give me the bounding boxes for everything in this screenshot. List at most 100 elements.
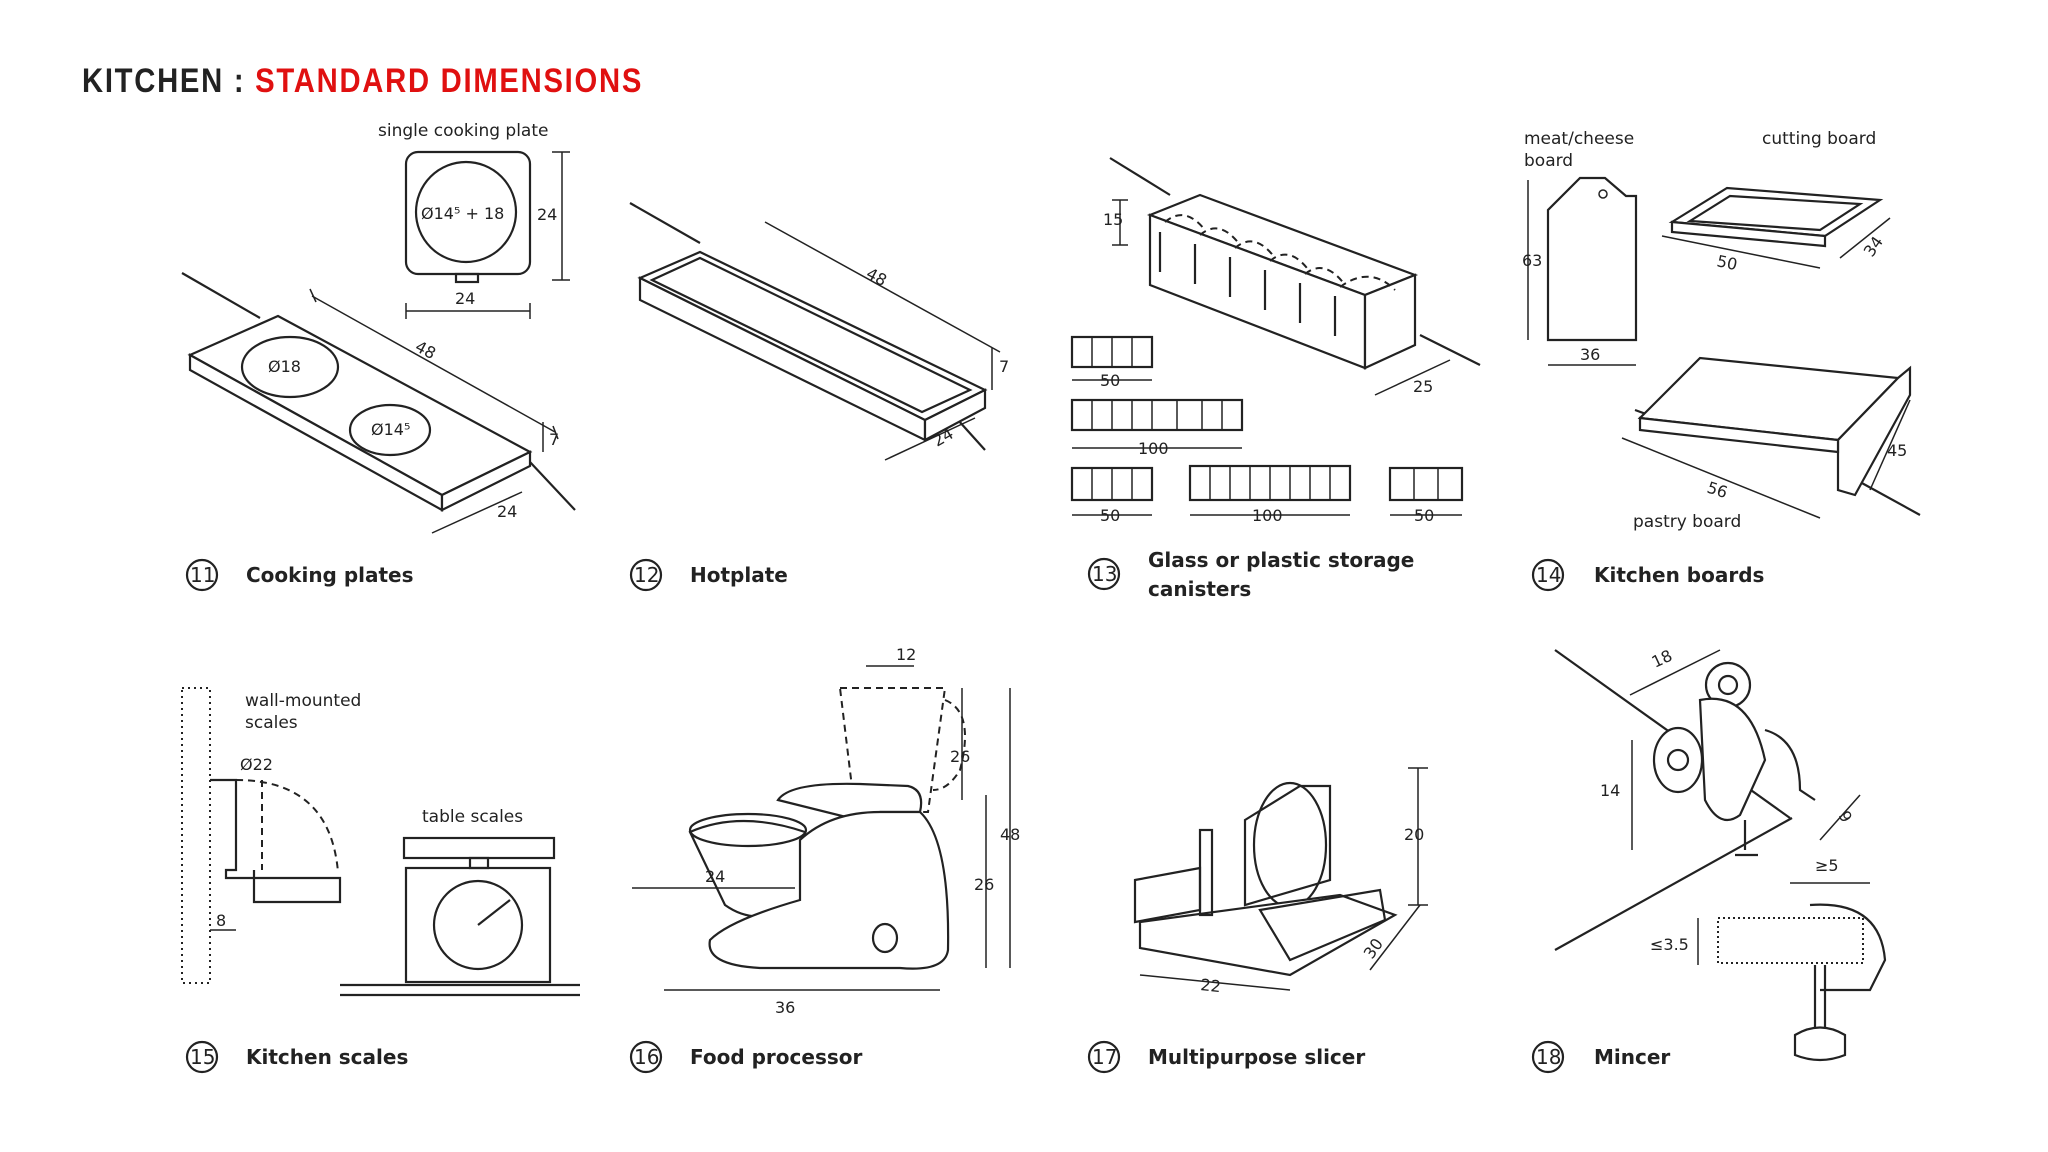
dim-single-plate-diameter: Ø14⁵ + 18 [421,204,504,223]
note-table-scales: table scales [422,807,523,827]
canister-grid-set-4: 100 [1188,464,1352,525]
dim-meat-board-width: 36 [1580,345,1600,364]
note-board: board [1524,151,1573,171]
figure-number-16-badge [629,1040,663,1074]
processor-knob [871,922,899,954]
clamp-screw [1813,965,1827,1035]
dim-slicer-width: 22 [1200,975,1222,996]
dim-double-plate-height: 7 [549,430,559,449]
figure-number-14-badge [1531,558,1565,592]
figure-number-11-badge [185,558,219,592]
figure-mincer: 18 14 9 ≥5 ≤3.5 18 Mincer [1531,646,1887,1074]
caption-mincer: Mincer [1594,1045,1670,1069]
plate-ring-small [348,403,432,457]
mincer-outlet [1652,726,1704,794]
figure-number-17: 17 [1092,1045,1117,1069]
caption-storage-canisters-line2: canisters [1148,577,1251,601]
figure-number-17-badge [1087,1040,1121,1074]
dim-hotplate-height: 7 [999,357,1009,376]
dim-meat-board-height: 63 [1522,251,1542,270]
canister-grid-set-2: 100 [1070,398,1244,458]
note-single-cooking-plate: single cooking plate [378,121,548,141]
meat-cheese-board-drawing [1546,176,1638,342]
slicer-blade-guard [1243,784,1332,907]
table-scale-dial [432,879,524,971]
dim-grid-2: 100 [1138,439,1169,458]
figure-number-15-badge [185,1040,219,1074]
canister-grid-set-1: 50 [1070,335,1154,390]
dim-mincer-width: 18 [1649,646,1675,672]
dim-bowl-width: 24 [705,867,725,886]
title-prefix: KITCHEN : [82,62,256,100]
note-pastry-board: pastry board [1633,512,1741,532]
double-plate-top [187,314,533,497]
dim-double-plate-depth: 24 [497,502,517,521]
single-plate-foot [454,272,480,284]
figure-number-11: 11 [190,563,215,587]
caption-food-processor: Food processor [690,1045,863,1069]
dim-pastry-board-height: 45 [1887,441,1907,460]
caption-multipurpose-slicer: Multipurpose slicer [1148,1045,1365,1069]
canister-grid-set-5: 50 [1388,466,1464,525]
slicer-carriage [1133,866,1202,924]
title-highlight: STANDARD DIMENSIONS [255,62,644,100]
dim-body-height: 26 [974,875,994,894]
dim-grid-5: 50 [1414,506,1434,525]
dim-double-plate-length: 48 [412,337,439,363]
dim-grid-3: 50 [1100,506,1120,525]
dim-grid-1: 50 [1100,371,1120,390]
mincer-crank [1764,728,1816,801]
dim-jug-height: 26 [950,747,970,766]
canister-grid-set-3: 50 [1070,466,1154,525]
counter-section [1717,917,1864,964]
caption-hotplate: Hotplate [690,563,788,587]
wall-scale-drawing [210,778,342,904]
figure-number-13-badge [1087,557,1121,591]
caption-cooking-plates: Cooking plates [246,563,414,587]
table-scale-pan [402,836,556,860]
caption-kitchen-boards: Kitchen boards [1594,563,1764,587]
caption-kitchen-scales: Kitchen scales [246,1045,408,1069]
table-scale-body [404,866,552,984]
plate-ring-large [240,335,340,399]
dim-jug-width: 12 [896,645,916,664]
figure-number-15: 15 [190,1045,215,1069]
figure-number-16: 16 [634,1045,659,1069]
figure-number-14: 14 [1536,563,1561,587]
dim-slicer-height: 20 [1404,825,1424,844]
processor-body [708,810,950,970]
note-scales: scales [245,713,298,733]
caption-storage-canisters-line1: Glass or plastic storage [1148,548,1414,572]
mincer-clamp [1809,903,1887,992]
dim-cutting-board-length: 50 [1715,251,1739,274]
dim-canister-depth: 25 [1413,377,1433,396]
figure-number-12: 12 [634,563,659,587]
dim-wall-scale-diameter: Ø22 [240,755,273,774]
dim-single-plate-height: 24 [537,205,557,224]
note-cutting-board: cutting board [1762,129,1876,149]
figure-storage-canisters: 15 25 50 100 50 100 [1070,157,1481,601]
figure-cooking-plates: single cooking plate Ø14⁵ + 18 24 24 Ø18… [181,121,576,592]
dim-grid-4: 100 [1252,506,1283,525]
jug-drawing [838,687,947,813]
dim-clamp-width: ≥5 [1815,856,1839,875]
dim-total-height: 48 [1000,825,1020,844]
dim-slicer-depth: 30 [1360,935,1387,963]
dim-wall-offset: 8 [216,911,226,930]
dim-canister-height: 15 [1103,210,1123,229]
page-title: KITCHEN : STANDARD DIMENSIONS [82,62,643,101]
mincer-body [1698,697,1767,822]
figure-hotplate: 48 7 24 12 Hotplate [629,202,1009,592]
dim-cutting-board-depth: 34 [1860,233,1887,261]
figure-kitchen-scales: wall-mounted scales Ø22 8 table scales 1… [181,687,580,1074]
figure-multipurpose-slicer: 20 22 30 17 Multipurpose slicer [1087,767,1428,1074]
dim-mincer-height: 14 [1600,781,1620,800]
figure-number-18: 18 [1536,1045,1561,1069]
dim-crank-depth: 9 [1835,808,1857,826]
dim-pastry-board-length: 56 [1705,478,1730,502]
wall-hatch [181,687,211,984]
dim-base-width: 36 [775,998,795,1017]
figure-number-18-badge [1531,1040,1565,1074]
hotplate-top [637,250,988,422]
